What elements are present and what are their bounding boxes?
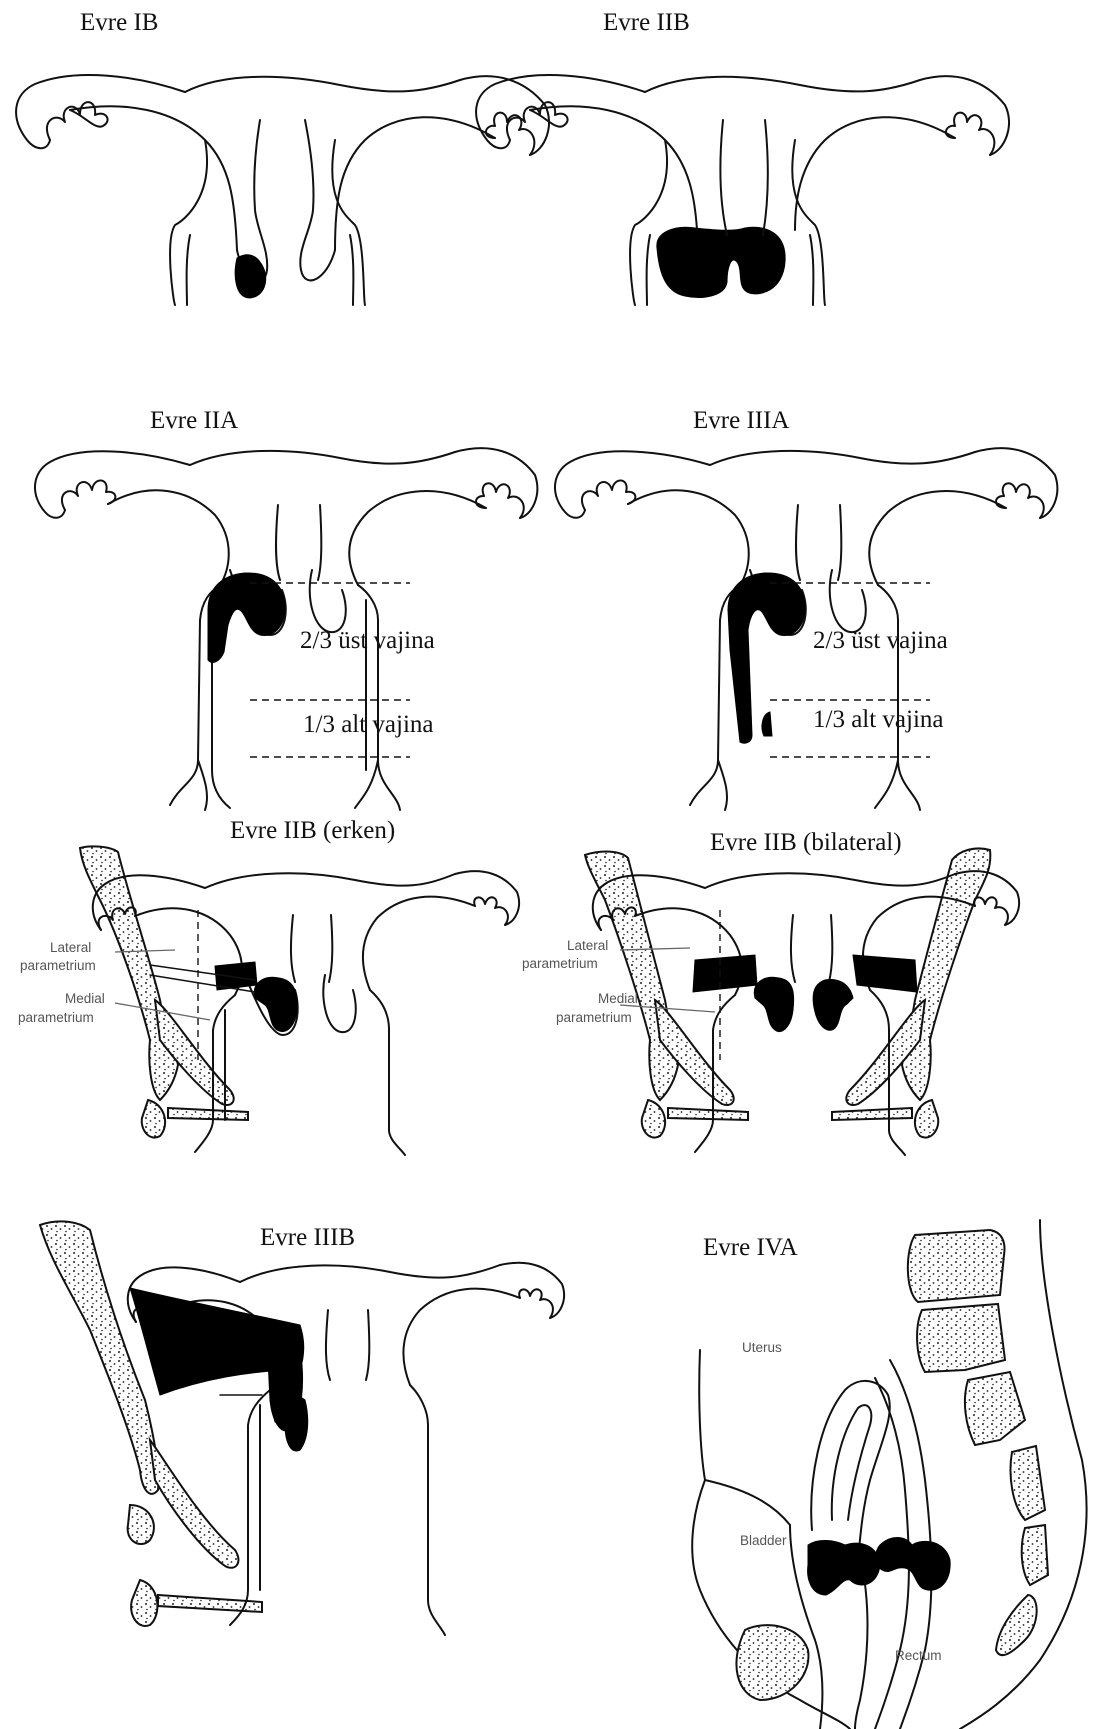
panel-title: Evre IIIA [693, 407, 789, 434]
panel-evre-iiib: Evre IIIB [40, 1221, 564, 1635]
panel-evre-ib: Evre IB [16, 9, 549, 305]
lateral-label: Lateral [50, 940, 91, 955]
bladder-label: Bladder [740, 1533, 787, 1548]
upper-vagina-label: 2/3 üst vajina [300, 627, 435, 654]
panel-evre-iva: Evre IVA Uterus Bladder Rectum [692, 1220, 1086, 1729]
lateral-label: Lateral [567, 938, 608, 953]
medial-label-2: parametrium [18, 1010, 94, 1025]
panel-evre-iib-top: Evre IIB [476, 9, 1009, 305]
panel-evre-iib-erken: Evre IIB (erken) Lateral parametrium [18, 817, 519, 1155]
panel-title: Evre IIA [150, 407, 238, 434]
panel-evre-iiia: Evre IIIA 2/3 üst vajina 1/3 alt vajina [555, 407, 1057, 810]
lower-vagina-label: 1/3 alt vajina [303, 711, 434, 738]
pelvic-bone [80, 846, 178, 1100]
panel-title: Evre IIB (bilateral) [710, 829, 902, 856]
uterus-drawing [35, 448, 537, 810]
medial-label: Medial [65, 991, 105, 1006]
lateral-label-2: parametrium [20, 958, 96, 973]
lower-vagina-label: 1/3 alt vajina [813, 706, 944, 733]
upper-vagina-label: 2/3 üst vajina [813, 627, 948, 654]
panel-title: Evre IIB [603, 9, 690, 36]
uterus-drawing [476, 75, 1009, 305]
medial-label: Medial [598, 991, 638, 1006]
uterus-label: Uterus [742, 1340, 782, 1355]
lateral-label-2: parametrium [522, 956, 598, 971]
panel-title: Evre IIIB [260, 1224, 355, 1251]
uterus-drawing [16, 75, 549, 305]
panel-evre-iia: Evre IIA 2/3 üst vajina 1/3 alt vajina [35, 407, 537, 810]
medial-label-2: parametrium [556, 1010, 632, 1025]
panel-title: Evre IVA [703, 1234, 798, 1261]
panel-evre-iib-bilateral: Evre IIB (bilateral) Lateral [522, 829, 1019, 1155]
uterus-drawing [555, 448, 1057, 810]
rectum-label: Rectum [895, 1648, 942, 1663]
tumor-mass [808, 1540, 880, 1595]
panel-title: Evre IIB (erken) [230, 817, 395, 844]
panel-title: Evre IB [80, 9, 158, 36]
